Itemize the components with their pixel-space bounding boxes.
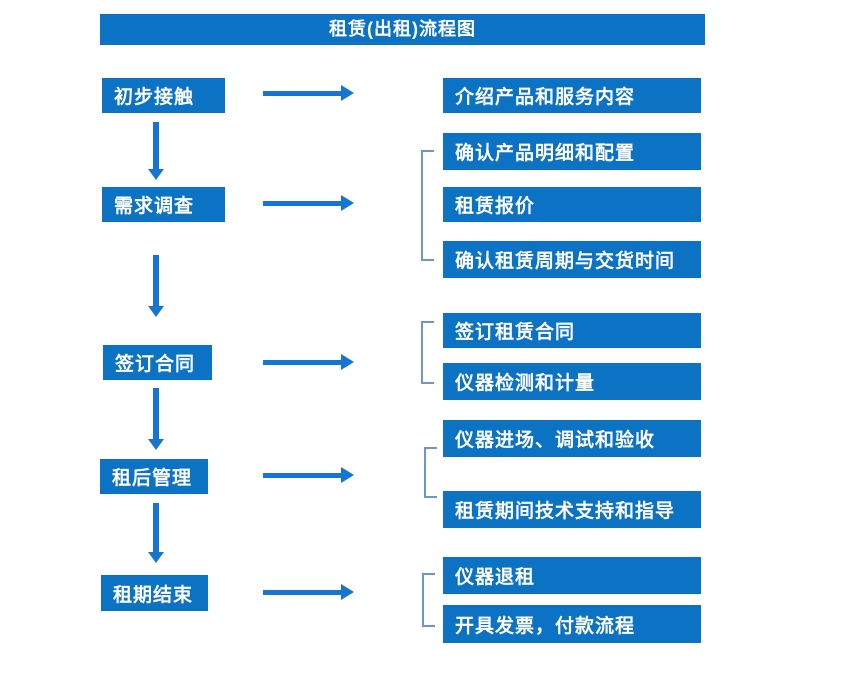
down-arrow-head	[148, 306, 164, 317]
detail-box-invoice-payment: 开具发票，付款流程	[443, 605, 701, 643]
stage-box-demand-survey: 需求调查	[102, 187, 225, 222]
detail-box-confirm-period-delivery: 确认租赁周期与交货时间	[443, 241, 701, 278]
right-arrow-head	[341, 195, 354, 211]
detail-box-rental-quote: 租赁报价	[443, 187, 701, 222]
detail-box-introduce-products: 介绍产品和服务内容	[443, 78, 701, 113]
right-arrow-shaft	[263, 91, 341, 96]
right-arrow-shaft	[263, 590, 341, 595]
detail-box-confirm-details-config: 确认产品明细和配置	[443, 133, 701, 170]
down-arrow-shaft	[153, 503, 159, 552]
right-arrow-3	[263, 354, 354, 370]
down-arrow-head	[148, 439, 164, 450]
down-arrow-2	[148, 255, 164, 317]
down-arrow-3	[148, 388, 164, 450]
right-arrow-5	[263, 584, 354, 600]
down-arrow-head	[148, 552, 164, 563]
right-arrow-4	[263, 467, 354, 483]
detail-box-sign-rental-contract: 签订租赁合同	[443, 313, 701, 348]
group-bracket-1	[421, 150, 434, 261]
right-arrow-shaft	[263, 201, 341, 206]
group-bracket-2	[421, 321, 434, 384]
stage-box-contract-signing: 签订合同	[103, 345, 212, 380]
detail-box-instrument-return: 仪器退租	[443, 557, 701, 594]
right-arrow-head	[341, 85, 354, 101]
group-bracket-4	[422, 573, 435, 627]
flowchart-title: 租赁(出租)流程图	[100, 14, 705, 45]
down-arrow-head	[148, 169, 164, 180]
right-arrow-head	[341, 467, 354, 483]
stage-box-lease-end: 租期结束	[101, 575, 208, 611]
down-arrow-shaft	[153, 122, 159, 169]
detail-box-instrument-testing: 仪器检测和计量	[443, 363, 701, 400]
right-arrow-1	[263, 85, 354, 101]
right-arrow-shaft	[263, 360, 341, 365]
down-arrow-4	[148, 503, 164, 563]
detail-box-instrument-setup-acceptance: 仪器进场、调试和验收	[443, 420, 701, 457]
down-arrow-shaft	[153, 255, 159, 306]
detail-box-tech-support: 租赁期间技术支持和指导	[443, 491, 701, 528]
down-arrow-1	[148, 122, 164, 180]
right-arrow-head	[341, 584, 354, 600]
stage-box-initial-contact: 初步接触	[102, 78, 225, 113]
group-bracket-3	[424, 447, 437, 498]
right-arrow-2	[263, 195, 354, 211]
down-arrow-shaft	[153, 388, 159, 439]
right-arrow-shaft	[263, 473, 341, 478]
right-arrow-head	[341, 354, 354, 370]
stage-box-post-rental-management: 租后管理	[100, 459, 208, 494]
